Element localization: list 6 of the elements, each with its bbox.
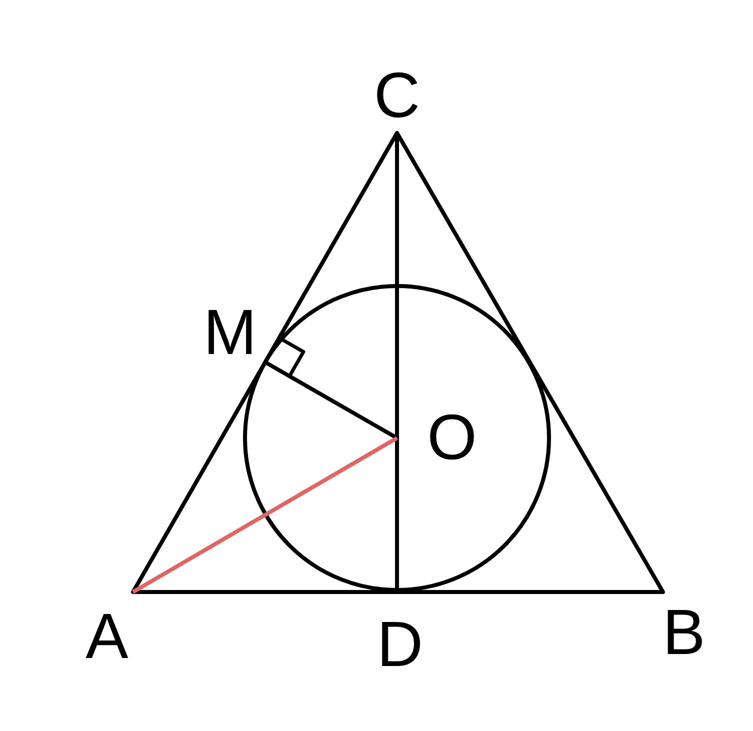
point-label: C bbox=[374, 63, 420, 127]
point-label: O bbox=[427, 405, 477, 469]
point-label: A bbox=[86, 604, 128, 668]
point-label: M bbox=[203, 300, 257, 364]
point-label: B bbox=[662, 600, 706, 664]
point-label: D bbox=[376, 612, 424, 676]
